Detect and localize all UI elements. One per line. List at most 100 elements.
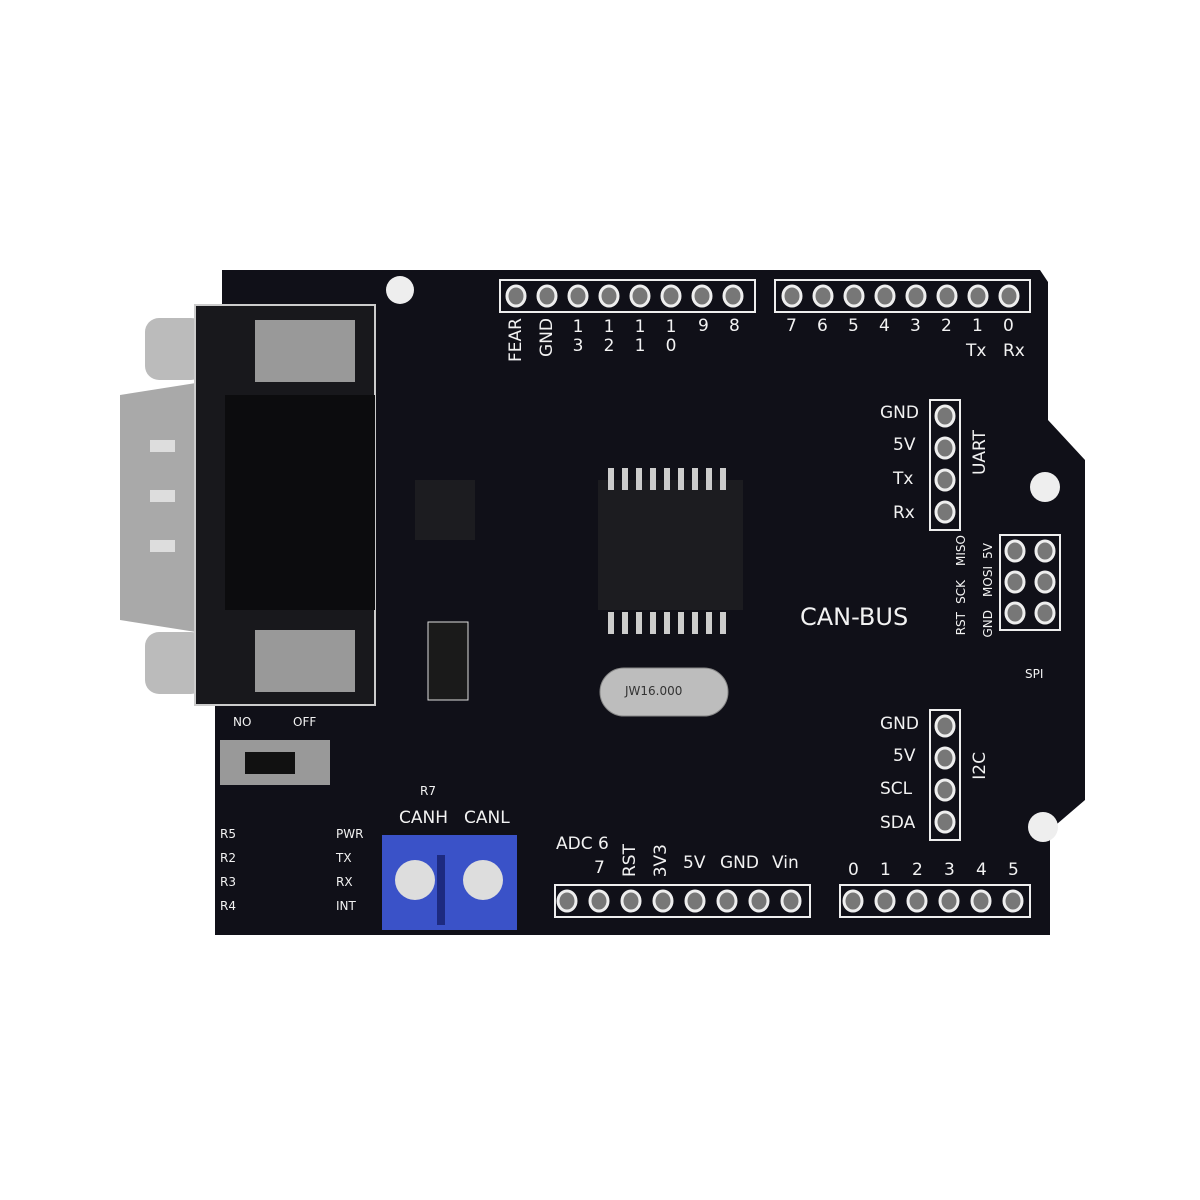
spi-pin: MISO <box>954 535 968 566</box>
ic-pin <box>692 612 698 634</box>
crystal-marking: JW16.000 <box>625 684 683 698</box>
mounting-hole <box>1028 812 1058 842</box>
header-pad <box>812 284 834 308</box>
ic-pin <box>678 468 684 490</box>
mcp2515-chip <box>598 480 743 610</box>
ic-pin <box>650 612 656 634</box>
ic-pin <box>664 612 670 634</box>
header-pad <box>598 284 620 308</box>
header-pad <box>691 284 713 308</box>
header-pad <box>780 889 802 913</box>
power-pin: 7 <box>594 858 605 878</box>
spi-pin: 5V <box>981 543 995 559</box>
rx-label: Rx <box>1003 341 1025 361</box>
digital-pin-label: 1 <box>972 316 983 336</box>
resistor-label: R3 <box>220 875 236 889</box>
analog-pin-label: 4 <box>976 860 987 880</box>
canh-label: CANH <box>399 808 448 828</box>
power-pin: 5V <box>683 853 706 873</box>
spi-pin: GND <box>981 610 995 638</box>
resistor-label: R5 <box>220 827 236 841</box>
header-pad <box>874 889 896 913</box>
switch-off-label: OFF <box>293 715 317 729</box>
analog-pin-label: 0 <box>848 860 859 880</box>
led-label: PWR <box>336 827 364 841</box>
header-pad <box>722 284 744 308</box>
digital-pin-label: 8 <box>729 316 740 336</box>
digital-pin-label: 6 <box>817 316 828 336</box>
digital-pin-label: 3 <box>910 316 921 336</box>
ic-pin <box>608 468 614 490</box>
transceiver-chip <box>415 480 475 540</box>
header-pad <box>567 284 589 308</box>
header-pad <box>998 284 1020 308</box>
ic-pin <box>636 612 642 634</box>
analog-pin-label: 3 <box>944 860 955 880</box>
header-pad <box>1034 570 1056 594</box>
ic-pins <box>608 468 726 634</box>
i2c-pin: SDA <box>880 813 916 833</box>
digital-pin-label: 10 <box>665 317 677 356</box>
switch-on-label: NO <box>233 715 252 729</box>
spi-title: SPI <box>1025 667 1044 681</box>
header-pad <box>748 889 770 913</box>
ic-pin <box>636 468 642 490</box>
header-pad <box>652 889 674 913</box>
header-pad <box>1034 601 1056 625</box>
header-pad <box>1004 601 1026 625</box>
db9-connector <box>120 304 376 706</box>
mounting-hole <box>1030 472 1060 502</box>
digital-pin-label: 12 <box>603 317 615 356</box>
header-pad <box>936 284 958 308</box>
digital-pin-label: 9 <box>698 316 709 336</box>
ic-pin <box>720 612 726 634</box>
digital-pin-label: FEAR <box>506 318 526 362</box>
r7-label: R7 <box>420 784 436 798</box>
header-pad <box>934 778 956 802</box>
header-pad <box>934 500 956 524</box>
ic-pin <box>622 612 628 634</box>
header-pad <box>874 284 896 308</box>
digital-pin-label: 2 <box>941 316 952 336</box>
digital-pin-label: 13 <box>572 317 584 356</box>
ic-pin <box>706 468 712 490</box>
digital-pin-label: 0 <box>1003 316 1014 336</box>
header-pad <box>934 468 956 492</box>
power-pin: Vin <box>772 853 799 873</box>
power-pin: ADC 6 <box>556 834 609 854</box>
header-pad <box>843 284 865 308</box>
header-pad <box>905 284 927 308</box>
spi-pin: MOSI <box>981 566 995 597</box>
header-pad <box>1002 889 1024 913</box>
header-pad <box>629 284 651 308</box>
header-pad <box>684 889 706 913</box>
header-pads <box>505 284 1056 913</box>
resistor-label: R4 <box>220 899 236 913</box>
power-pin: 3V3 <box>651 844 671 878</box>
digital-pin-label: GND <box>537 318 557 357</box>
i2c-title: I2C <box>970 752 990 780</box>
ic-pin <box>678 612 684 634</box>
header-outlines <box>499 279 1061 918</box>
ic-pin <box>622 468 628 490</box>
power-pin: GND <box>720 853 759 873</box>
digital-pin-label: 11 <box>634 317 646 356</box>
mounting-hole <box>386 276 414 304</box>
header-pad <box>1004 539 1026 563</box>
ic-pin <box>720 468 726 490</box>
header-pad <box>536 284 558 308</box>
uart-pin: Rx <box>893 503 915 523</box>
led-label: TX <box>336 851 352 865</box>
header-pad <box>842 889 864 913</box>
uart-title: UART <box>970 430 990 476</box>
canl-label: CANL <box>464 808 510 828</box>
digital-pin-label: 7 <box>786 316 797 336</box>
power-pin: RST <box>620 844 640 877</box>
ic-pin <box>650 468 656 490</box>
i2c-pin: GND <box>880 714 919 734</box>
digital-pin-label: 5 <box>848 316 859 336</box>
i2c-pin: 5V <box>893 746 916 766</box>
header-pad <box>588 889 610 913</box>
header-pad <box>556 889 578 913</box>
